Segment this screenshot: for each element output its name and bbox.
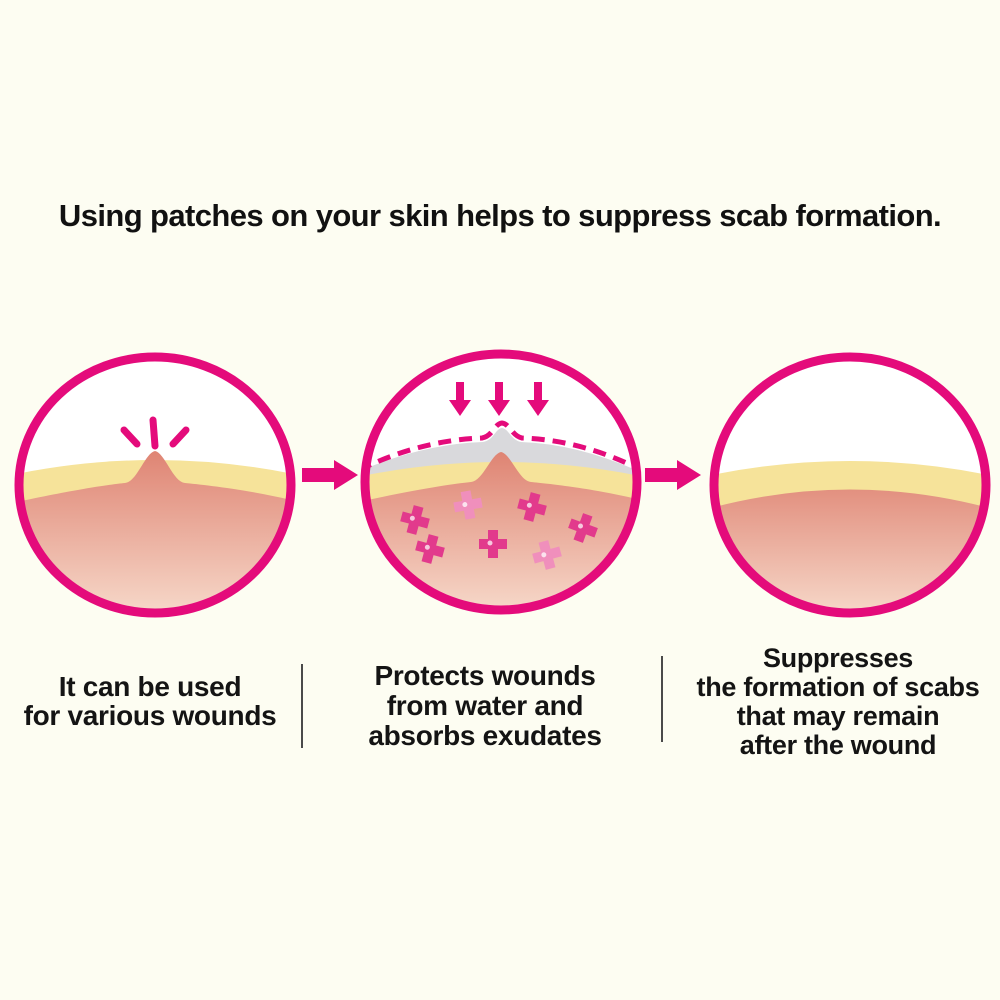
patch-skin-diagram: [360, 349, 642, 615]
caption-line: absorbs exudates: [368, 720, 602, 751]
caption-line: the formation of scabs: [696, 672, 980, 702]
exudate-cross-icon: [568, 513, 598, 543]
caption-divider-2: [661, 656, 663, 742]
step2-caption: Protects wounds from water and absorbs e…: [335, 661, 635, 751]
step2-illustration-patch: [351, 332, 651, 632]
dermis-layer-smooth: [714, 489, 986, 613]
spark-lines-icon: [120, 416, 190, 450]
caption-line: that may remain: [736, 701, 940, 731]
pressure-down-arrows-icon: [449, 382, 549, 416]
circle-border: [709, 352, 991, 618]
exudate-cross-icon: [453, 490, 483, 520]
caption-line: for various wounds: [23, 700, 277, 731]
exudate-cross-icon: [415, 534, 445, 564]
healed-skin-diagram: [709, 352, 991, 618]
patch-dashed-outline: [365, 420, 637, 474]
exudate-cross-icon: [517, 492, 547, 522]
right-arrow-icon-2: [645, 459, 703, 491]
exudate-cross-icon: [400, 505, 430, 535]
caption-divider-1: [301, 664, 303, 748]
step3-caption: Suppresses the formation of scabs that m…: [670, 644, 1000, 760]
caption-line: Suppresses: [762, 643, 914, 673]
right-arrow-icon-1: [302, 459, 360, 491]
wound-skin-diagram: [14, 352, 296, 618]
caption-line: It can be used: [58, 671, 242, 702]
circle-border: [14, 352, 296, 618]
exudate-cross-icon: [532, 540, 562, 570]
step1-caption: It can be used for various wounds: [0, 672, 300, 730]
step1-illustration-wound: [5, 335, 305, 635]
exudate-cross-icon: [479, 530, 507, 558]
caption-line: Protects wounds: [374, 660, 596, 691]
circle-border: [360, 349, 642, 615]
caption-line: from water and: [386, 690, 584, 721]
exudate-crosses: [400, 490, 598, 570]
step3-illustration-healed: [700, 335, 1000, 635]
page-title: Using patches on your skin helps to supp…: [58, 198, 942, 233]
caption-line: after the wound: [739, 730, 937, 760]
